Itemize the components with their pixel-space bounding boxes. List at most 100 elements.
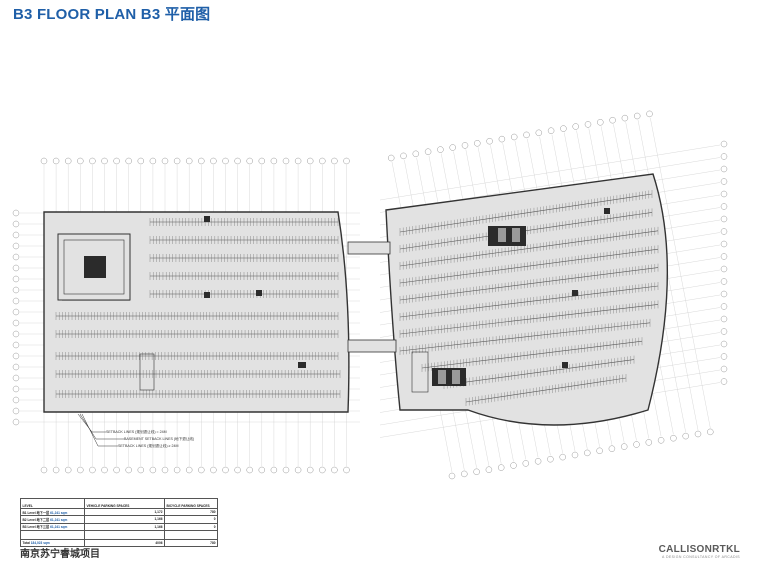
grid-bubble <box>12 385 20 393</box>
table-cell-vehicle: 1,166 <box>84 515 165 524</box>
grid-bubble <box>125 157 132 165</box>
project-name: 南京苏宁睿城项目 <box>20 549 100 560</box>
table-cell-vehicle: 1,166 <box>84 522 165 531</box>
grid-bubble <box>12 231 20 239</box>
table-header-level: LEVEL <box>20 497 85 510</box>
basement-outline <box>43 173 669 426</box>
grid-bubble <box>137 466 145 474</box>
stair-core <box>84 256 106 278</box>
grid-bubble <box>720 165 728 173</box>
table-row: B1 Level 地下一层 61,241 sqm 1,172 780 <box>20 508 218 517</box>
grid-bubble <box>12 242 20 250</box>
grid-bubble <box>535 129 543 137</box>
elevator-shaft <box>512 228 520 242</box>
grid-bubble <box>40 157 48 165</box>
grid-bubble <box>343 466 350 474</box>
grid-bubble <box>720 265 728 273</box>
grid-bubble <box>646 110 653 118</box>
grid-bubble <box>449 144 456 151</box>
grid-bubble <box>306 466 314 474</box>
grid-bubble <box>270 157 278 165</box>
grid-bubble <box>547 455 554 463</box>
grid-bubble <box>173 157 181 165</box>
grid-bubble <box>510 462 517 469</box>
table-cell-level: B1 Level 地下一层 61,241 sqm <box>20 508 85 517</box>
grid-bubble <box>522 460 530 467</box>
grid-bubble <box>621 114 629 122</box>
grid-bubble <box>343 157 350 165</box>
grid-bubble <box>633 112 641 120</box>
grid-bubble <box>149 157 157 165</box>
grid-bubble <box>77 466 84 474</box>
grid-bubble <box>620 443 628 450</box>
grid-bubble <box>720 290 728 298</box>
stair-core <box>572 290 578 296</box>
grid-bubble <box>474 140 481 147</box>
grid-bubble <box>294 157 302 165</box>
grid-bubble <box>497 464 505 471</box>
brand-tagline: A DESIGN CONSULTANCY OF ARCADIS <box>662 555 740 559</box>
grid-bubble <box>101 466 108 474</box>
grid-bubble <box>609 116 616 124</box>
parking-stalls <box>55 190 659 406</box>
grid-bubble <box>571 451 579 459</box>
grid-bubble <box>89 157 96 165</box>
grid-bubble <box>12 308 20 316</box>
elevator-shaft <box>498 228 506 242</box>
grid-bubble <box>12 418 20 426</box>
grid-bubble <box>161 466 169 474</box>
grid-bubble <box>657 437 665 444</box>
ramp <box>139 353 155 391</box>
table-cell-level: B3 Level 地下三层 61,241 sqm <box>20 522 85 531</box>
grid-bubble <box>547 127 555 134</box>
grid-bubble <box>473 468 480 476</box>
grid-bubble <box>12 264 20 272</box>
stair-core <box>488 226 526 246</box>
grid-bubble <box>77 157 84 165</box>
table-header-vehicle: VEHICLE PARKING SPACES <box>84 497 165 510</box>
grid-bubble <box>12 220 20 228</box>
grid-bubble <box>198 157 205 165</box>
grid-bubble <box>210 466 217 474</box>
grid-bubble <box>584 121 592 128</box>
grid-bubble <box>12 374 20 382</box>
grid-bubble <box>720 303 728 310</box>
grid-bubble <box>258 157 266 165</box>
grid-bubble <box>113 157 120 165</box>
grid-bubble <box>89 466 96 474</box>
grid-bubble <box>246 466 253 474</box>
ramp-enclosure-inner <box>63 239 125 295</box>
grid-bubble <box>412 150 420 158</box>
table-total-row: Total 184,023 sqm 4006 780 <box>20 538 218 547</box>
grid-bubble <box>720 328 728 335</box>
grid-bubble <box>720 340 728 348</box>
building-cores <box>57 208 610 393</box>
grid-bubble <box>720 240 728 248</box>
left-basement-block <box>43 211 350 413</box>
grid-bubble <box>12 407 20 415</box>
stair-core <box>562 362 568 368</box>
grid-bubble <box>720 353 728 360</box>
grid-bubble <box>387 154 395 162</box>
grid-bubble <box>319 157 326 165</box>
grid-bubble <box>720 215 728 223</box>
grid-bubble <box>633 441 640 448</box>
grid-bubble <box>720 203 728 210</box>
ramp-enclosure <box>57 233 131 301</box>
grid-bubble <box>720 140 728 148</box>
grid-bubble <box>246 157 253 165</box>
table-cell-bicycle: 780 <box>164 508 218 517</box>
stair-core <box>204 216 210 222</box>
grid-bubble <box>222 157 229 165</box>
grid-bubble <box>608 445 616 452</box>
grid-bubble <box>596 447 603 455</box>
grid-bubble <box>720 315 728 323</box>
grid-bubble <box>498 135 506 143</box>
grid-bubble <box>560 125 567 132</box>
grid-bubble <box>461 142 469 149</box>
grid-bubble <box>12 341 20 349</box>
grid-bubble <box>234 466 241 474</box>
grid-bubble <box>185 466 193 474</box>
grid-bubble <box>52 157 60 165</box>
grid-bubble <box>101 157 108 165</box>
